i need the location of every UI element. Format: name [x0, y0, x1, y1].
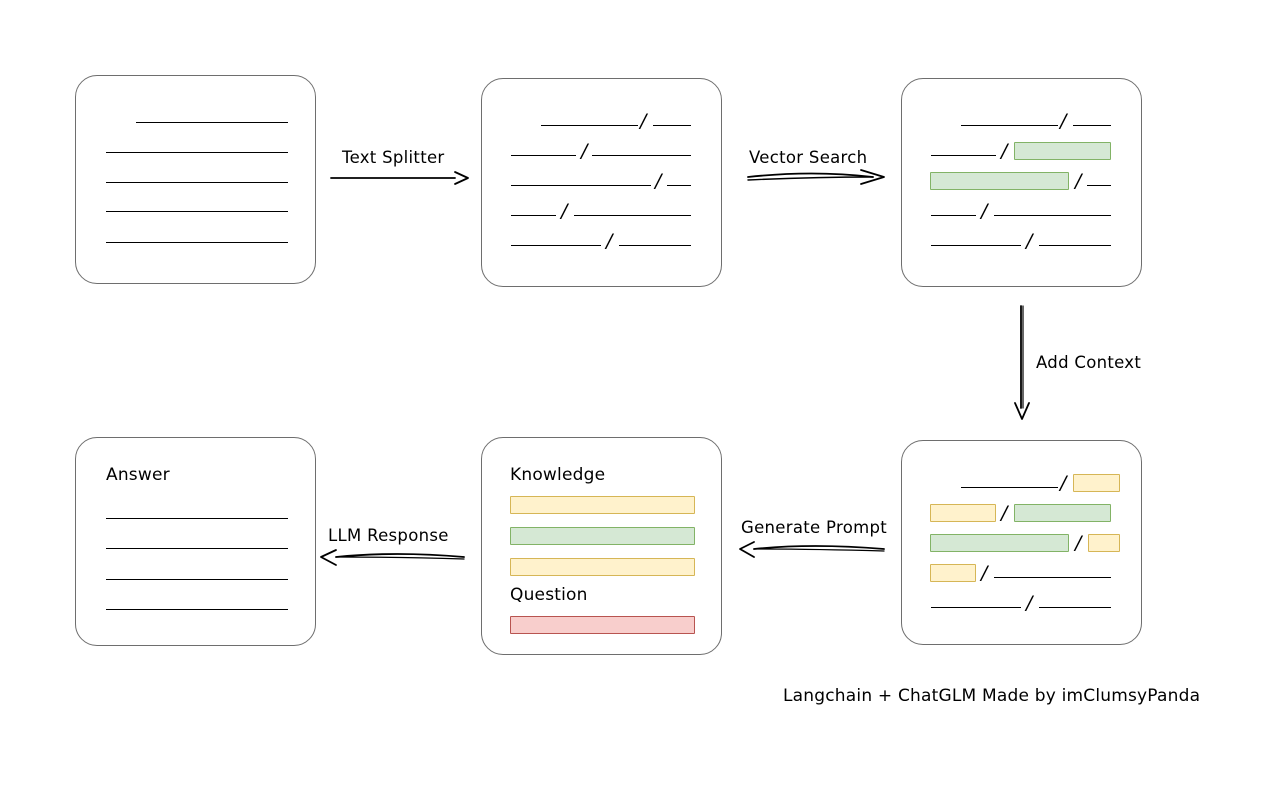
retrieved-slash-5: /	[1026, 230, 1033, 252]
context-line-1a	[961, 487, 1058, 488]
retrieved-line-4a	[931, 215, 976, 216]
chunks-slash-1: /	[640, 110, 647, 132]
chunks-line-3a	[511, 185, 651, 186]
context-slash-5: /	[1026, 592, 1033, 614]
document-line-4	[106, 211, 288, 212]
prompt-chip-red	[510, 616, 695, 634]
chunks-slash-2: /	[581, 140, 588, 162]
document-line-3	[106, 182, 288, 183]
retrieved-line-1b	[1073, 125, 1111, 126]
context-line-4b	[994, 577, 1111, 578]
arrow-generate-prompt	[739, 541, 885, 558]
retrieved-line-5a	[931, 245, 1021, 246]
chunks-slash-4: /	[561, 200, 568, 222]
answer-line-3	[106, 579, 288, 580]
chunks-line-1a	[541, 125, 638, 126]
retrieved-line-5b	[1039, 245, 1111, 246]
context-slash-1: /	[1060, 472, 1067, 494]
chunks-line-5a	[511, 245, 601, 246]
node-chunks[interactable]: / / / / /	[481, 78, 722, 287]
edge-label-add-context: Add Context	[1036, 353, 1142, 372]
context-line-5a	[931, 607, 1021, 608]
chunks-line-4b	[574, 215, 691, 216]
question-label: Question	[510, 585, 588, 605]
context-line-5b	[1039, 607, 1111, 608]
arrow-add-context	[1014, 305, 1030, 420]
node-retrieved[interactable]: / / / / /	[901, 78, 1142, 287]
context-slash-2: /	[1001, 502, 1008, 524]
edge-label-vector-search: Vector Search	[749, 148, 868, 167]
answer-line-1	[106, 518, 288, 519]
answer-line-2	[106, 548, 288, 549]
context-chip-green-2	[930, 534, 1069, 552]
retrieved-slash-3: /	[1075, 170, 1082, 192]
retrieved-line-3b	[1087, 185, 1111, 186]
context-chip-yellow-4	[930, 564, 976, 582]
retrieved-line-4b	[994, 215, 1111, 216]
chunks-line-1b	[653, 125, 691, 126]
retrieved-chip-green-1	[1014, 142, 1111, 160]
retrieved-line-1a	[961, 125, 1058, 126]
footer-credit: Langchain + ChatGLM Made by imClumsyPand…	[783, 686, 1201, 706]
document-line-1	[136, 122, 288, 123]
context-chip-yellow-3	[1088, 534, 1120, 552]
context-chip-green-1	[1014, 504, 1111, 522]
chunks-slash-5: /	[606, 230, 613, 252]
edge-label-text-splitter: Text Splitter	[342, 148, 445, 167]
arrow-llm-response	[320, 549, 465, 566]
answer-label: Answer	[106, 465, 170, 485]
chunks-line-3b	[667, 185, 691, 186]
arrow-vector-search	[747, 169, 885, 185]
document-line-2	[106, 152, 288, 153]
node-document[interactable]	[75, 75, 316, 284]
edge-label-llm-response: LLM Response	[328, 526, 449, 545]
retrieved-line-2a	[931, 155, 996, 156]
retrieved-slash-1: /	[1060, 110, 1067, 132]
prompt-chip-yellow-2	[510, 558, 695, 576]
knowledge-label: Knowledge	[510, 465, 606, 485]
context-slash-4: /	[981, 562, 988, 584]
chunks-slash-3: /	[655, 170, 662, 192]
context-slash-3: /	[1075, 532, 1082, 554]
arrow-text-splitter	[330, 171, 469, 185]
context-chip-yellow-2	[930, 504, 996, 522]
chunks-line-4a	[511, 215, 556, 216]
context-chip-yellow-1	[1073, 474, 1120, 492]
chunks-line-2b	[592, 155, 691, 156]
node-context[interactable]: / / / / /	[901, 440, 1142, 645]
retrieved-slash-4: /	[981, 200, 988, 222]
chunks-line-5b	[619, 245, 691, 246]
document-line-5	[106, 242, 288, 243]
chunks-line-2a	[511, 155, 576, 156]
answer-line-4	[106, 609, 288, 610]
retrieved-chip-green-2	[930, 172, 1069, 190]
node-answer[interactable]: Answer	[75, 437, 316, 646]
node-prompt[interactable]: Knowledge Question	[481, 437, 722, 655]
edge-label-generate-prompt: Generate Prompt	[741, 518, 887, 537]
prompt-chip-green-1	[510, 527, 695, 545]
retrieved-slash-2: /	[1001, 140, 1008, 162]
prompt-chip-yellow-1	[510, 496, 695, 514]
